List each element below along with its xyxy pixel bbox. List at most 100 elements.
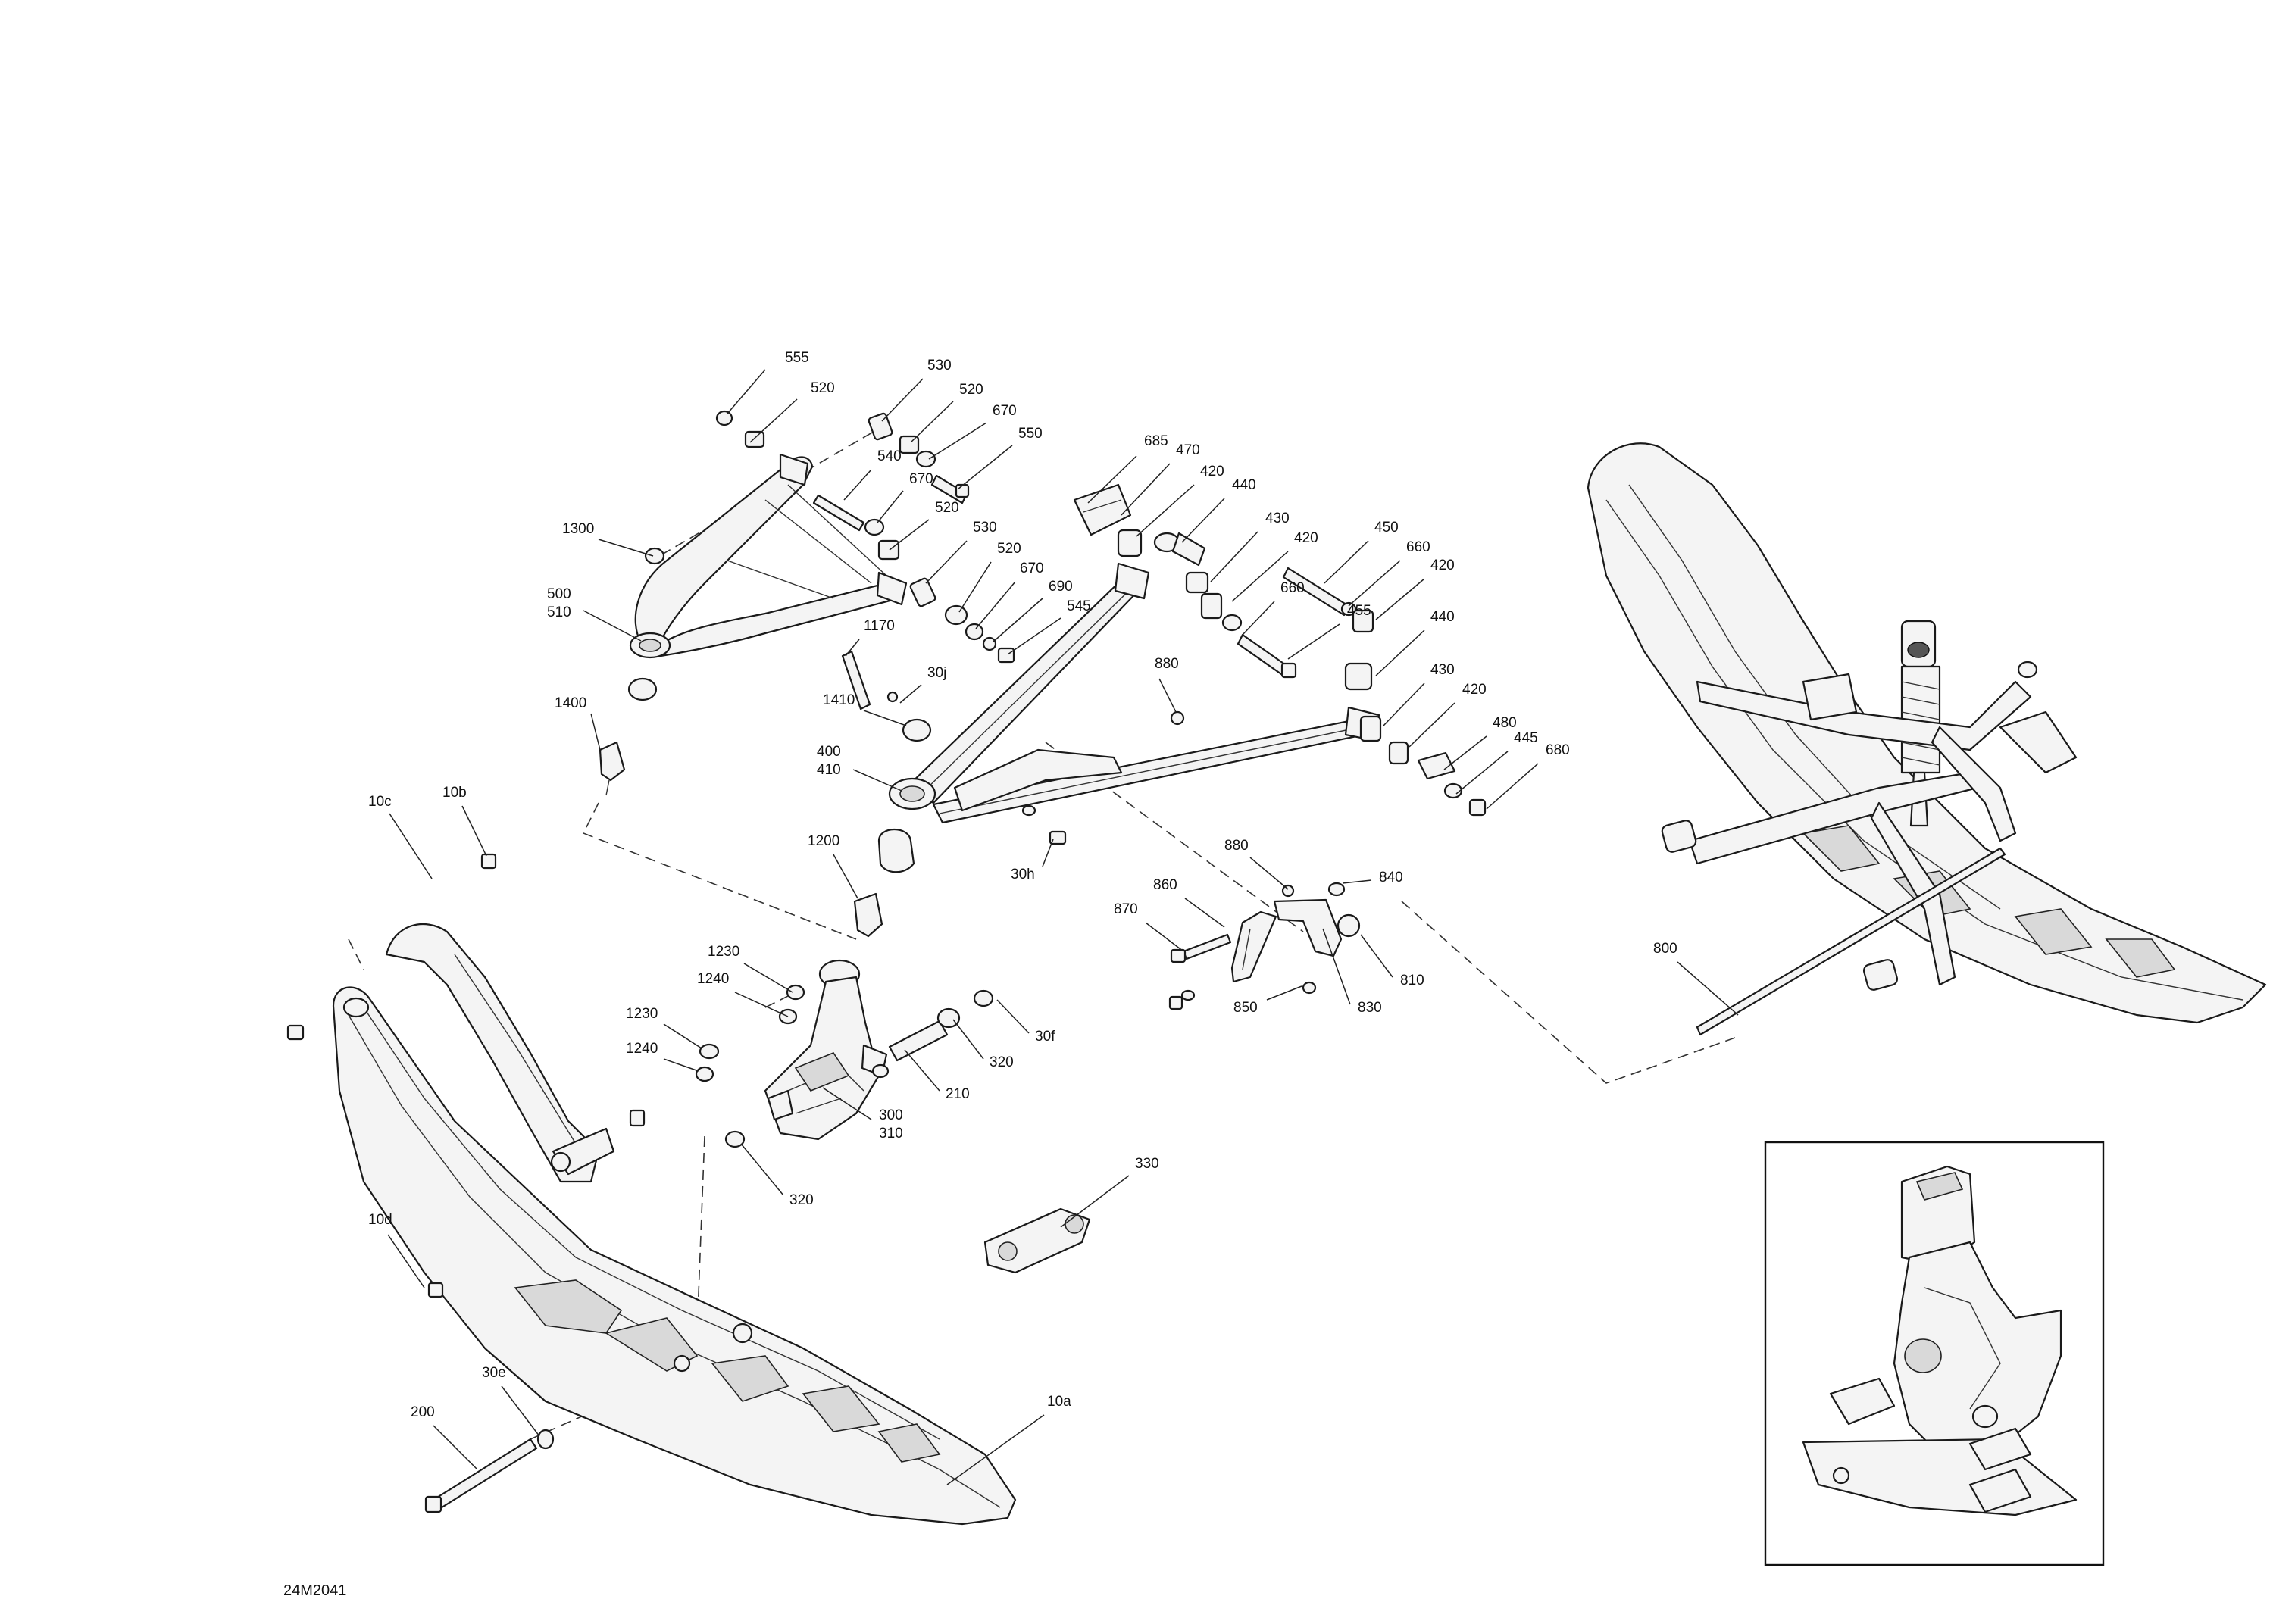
part-callout-690: 690 — [1049, 579, 1073, 595]
callout-leader-870 — [1145, 922, 1184, 952]
part-callout-520: 520 — [935, 500, 959, 516]
part-callout-30f: 30f — [1035, 1029, 1055, 1045]
part-callout-860: 860 — [1153, 877, 1177, 893]
ski-bolt — [424, 1429, 555, 1513]
callout-leader-1410 — [863, 710, 907, 726]
part-callout-330: 330 — [1135, 1156, 1159, 1172]
callout-leader-440 — [1375, 629, 1425, 676]
part-callout-510: 510 — [547, 604, 571, 620]
callout-leader-30f — [996, 999, 1030, 1034]
callout-leader-200 — [433, 1425, 478, 1470]
part-callout-540: 540 — [877, 448, 902, 464]
callout-leader-10a — [946, 1414, 1045, 1485]
callout-leader-690 — [992, 598, 1043, 643]
callout-leader-520 — [749, 398, 798, 443]
part-callout-520: 520 — [997, 541, 1021, 557]
drawing-reference-number: 24M2041 — [283, 1582, 346, 1599]
steering-arm — [1168, 882, 1361, 1010]
part-callout-545: 545 — [1067, 598, 1091, 614]
upper-arm-hardware — [644, 410, 1015, 664]
part-callout-10a: 10a — [1047, 1394, 1071, 1410]
callout-leader-545 — [1007, 617, 1061, 655]
callout-leader-480 — [1443, 735, 1487, 770]
part-callout-440: 440 — [1232, 477, 1256, 493]
callout-leader-420 — [1136, 484, 1195, 537]
part-callout-440: 440 — [1430, 609, 1455, 625]
part-callout-10d: 10d — [368, 1212, 392, 1228]
left-ski — [332, 986, 1017, 1526]
assembled-suspension — [1587, 442, 2267, 1036]
part-callout-200: 200 — [411, 1404, 435, 1420]
part-callout-530: 530 — [973, 520, 997, 536]
part-callout-300: 300 — [879, 1107, 903, 1123]
ski-bracket-330 — [983, 1207, 1091, 1274]
callout-leader-510 — [583, 610, 642, 642]
callout-leader-310 — [822, 1087, 872, 1120]
callout-leader-670 — [975, 581, 1016, 629]
callout-leader-880 — [1249, 857, 1289, 890]
spindle — [695, 959, 890, 1141]
callout-leader-850 — [1266, 985, 1302, 1001]
callout-leader-440 — [1181, 498, 1225, 543]
part-callout-210: 210 — [946, 1086, 970, 1102]
callout-leader-860 — [1184, 898, 1225, 928]
part-callout-420: 420 — [1430, 557, 1455, 573]
callout-leader-810 — [1360, 934, 1393, 978]
part-callout-840: 840 — [1379, 870, 1403, 885]
callout-leader-830 — [1322, 928, 1351, 1005]
part-callout-1200: 1200 — [808, 833, 839, 849]
callout-leader-540 — [843, 469, 872, 501]
callout-leader-30j — [899, 684, 922, 704]
callout-leader-10c — [389, 813, 433, 879]
part-callout-870: 870 — [1114, 901, 1138, 917]
callout-leader-30e — [501, 1385, 540, 1437]
part-callout-400: 400 — [817, 744, 841, 760]
callout-leader-1230 — [663, 1023, 702, 1049]
callout-leader-10b — [461, 805, 487, 857]
callout-leader-1240 — [663, 1058, 699, 1072]
upper-a-arm — [629, 453, 908, 659]
callout-leader-1230 — [743, 963, 793, 993]
callout-leader-1200 — [833, 854, 858, 899]
callout-leader-520 — [958, 561, 992, 613]
part-callout-685: 685 — [1144, 433, 1168, 449]
part-callout-1170: 1170 — [864, 618, 895, 634]
ball-joint-upper — [599, 677, 658, 796]
callout-leader-320 — [740, 1143, 784, 1196]
callout-leader-410 — [852, 769, 902, 792]
callout-leader-10d — [387, 1234, 425, 1288]
part-callout-880: 880 — [1155, 656, 1179, 672]
part-callout-455: 455 — [1347, 603, 1371, 619]
part-callout-520: 520 — [959, 382, 983, 398]
callout-leader-520 — [889, 519, 930, 551]
callout-leader-210 — [904, 1049, 940, 1092]
callout-labels: 5555205305206705505406705205305206706905… — [368, 350, 1677, 1420]
part-callout-450: 450 — [1374, 520, 1399, 536]
ball-joint-lower — [853, 829, 915, 938]
part-callout-420: 420 — [1294, 530, 1318, 546]
part-callout-470: 470 — [1176, 442, 1200, 458]
part-callout-30h: 30h — [1011, 867, 1035, 882]
callout-leader-1240 — [734, 992, 789, 1017]
part-callout-430: 430 — [1430, 662, 1455, 678]
part-callout-1300: 1300 — [562, 521, 594, 537]
callout-leader-320 — [952, 1019, 984, 1060]
part-callout-500: 500 — [547, 586, 571, 602]
callout-leader-555 — [727, 369, 766, 414]
part-callout-670: 670 — [1020, 561, 1044, 576]
callout-leader-1400 — [590, 713, 601, 751]
part-callout-880: 880 — [1224, 838, 1249, 854]
callout-leader-330 — [1060, 1175, 1130, 1228]
callout-leader-680 — [1486, 763, 1539, 810]
part-callout-410: 410 — [817, 762, 841, 778]
callout-leader-660 — [1348, 560, 1401, 607]
axle-pin — [724, 989, 994, 1148]
callout-leader-800 — [1677, 961, 1739, 1016]
part-callout-670: 670 — [909, 471, 933, 487]
part-callout-30e: 30e — [482, 1365, 506, 1381]
part-callout-850: 850 — [1233, 1000, 1258, 1016]
callout-leader-445 — [1455, 751, 1509, 795]
part-callout-800: 800 — [1653, 941, 1677, 957]
callout-leader-880 — [1158, 678, 1177, 713]
